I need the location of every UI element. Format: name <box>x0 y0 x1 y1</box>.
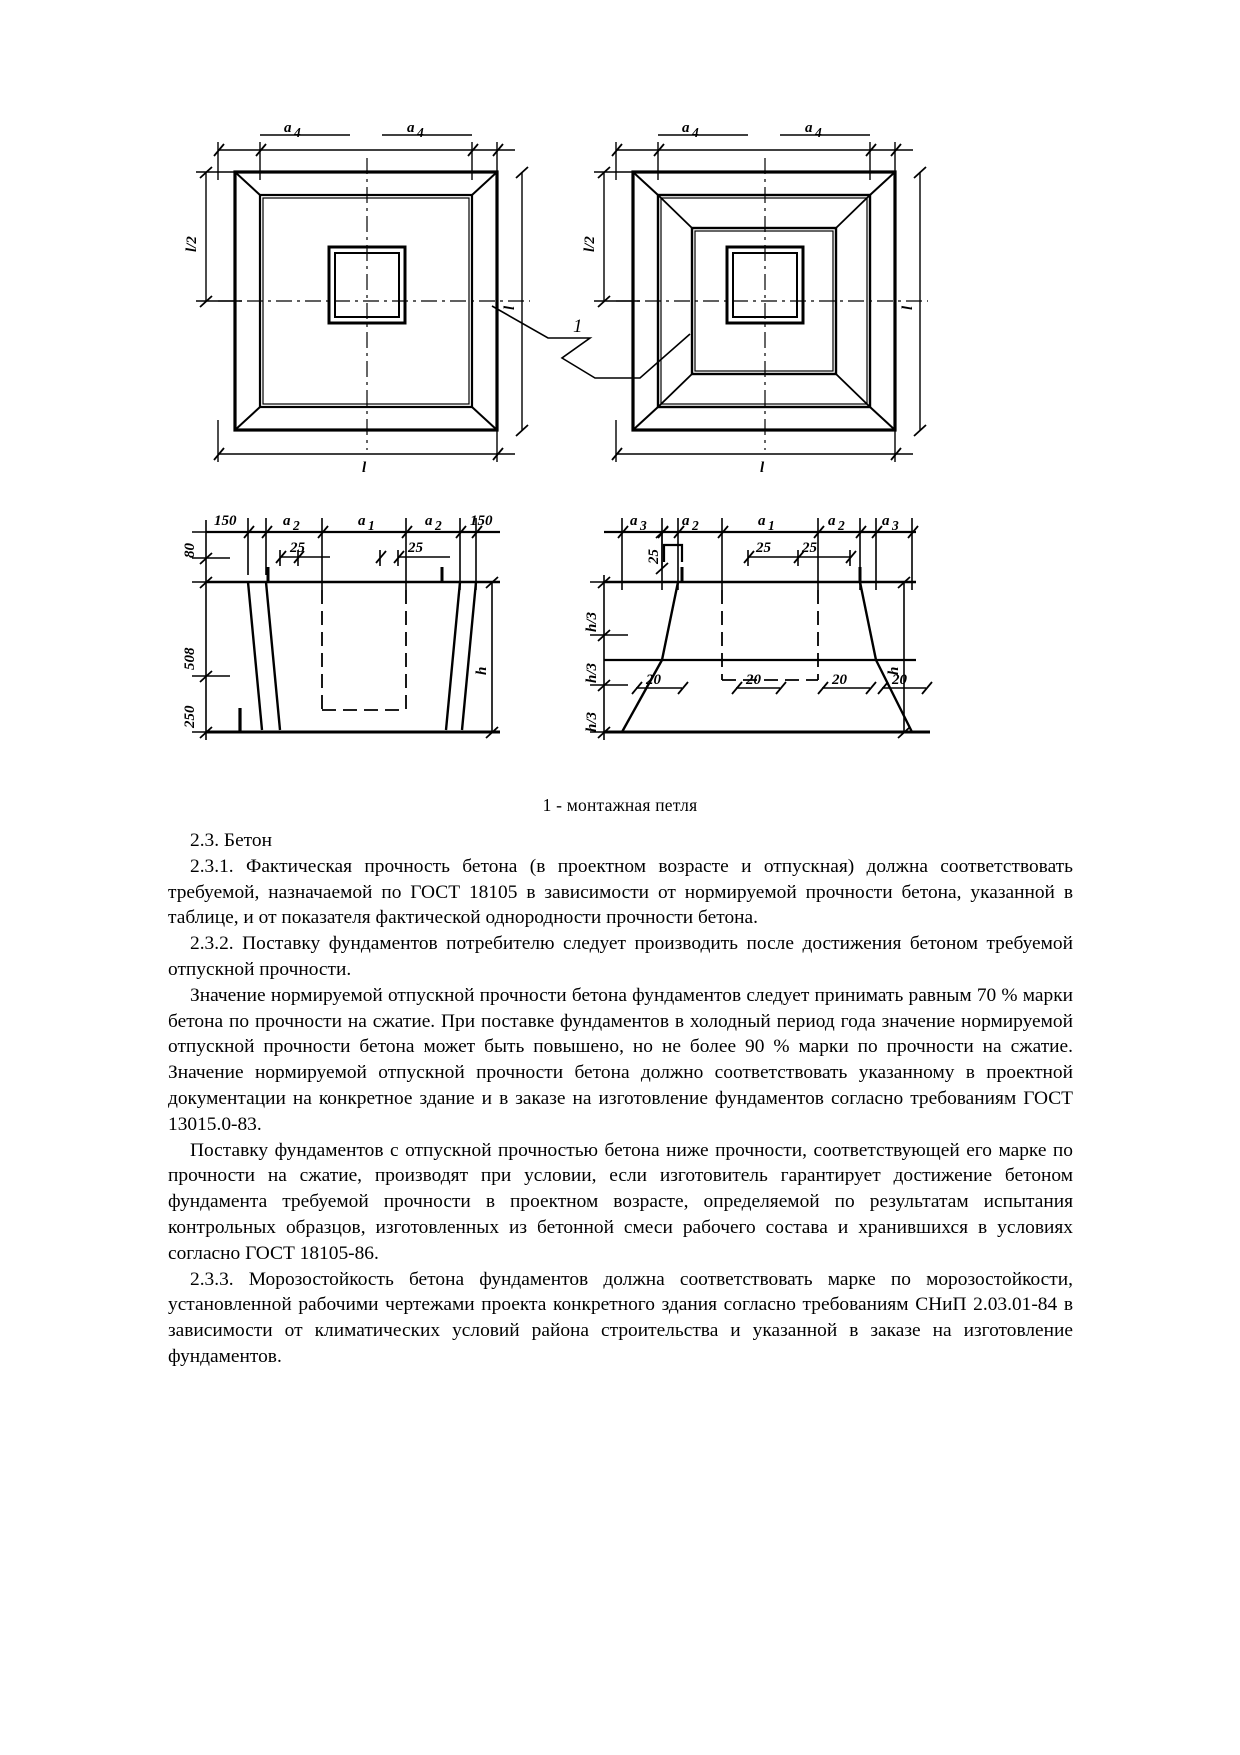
section-right-dim-25-right: 25 <box>801 540 818 556</box>
section-left-dim-a2-right: a <box>425 513 433 529</box>
svg-text:1: 1 <box>368 518 375 533</box>
section-left-dim-80: 80 <box>182 543 198 559</box>
svg-text:2: 2 <box>434 518 442 533</box>
section-left-dim-150-left: 150 <box>214 513 237 529</box>
svg-text:4: 4 <box>293 125 301 140</box>
section-view-right <box>590 518 933 740</box>
svg-text:2: 2 <box>837 518 845 533</box>
section-right-dim-20-1: 20 <box>645 672 662 688</box>
section-right-dim-h: h <box>886 667 902 675</box>
section-left-dim-25-right: 25 <box>407 540 424 556</box>
plan-left-dim-a4-left: a <box>284 120 292 136</box>
section-right-dim-a1: a <box>758 513 766 529</box>
plan-view-right <box>594 134 928 462</box>
plan-view-left <box>196 134 530 462</box>
section-right-dim-h3-1: h/3 <box>584 611 600 632</box>
plan-left-dim-l-bottom: l <box>362 460 367 476</box>
section-left-dim-508: 508 <box>182 647 198 670</box>
leader-line-mounting-loop <box>491 305 691 379</box>
paragraph-lower-strength: Поставку фундаментов с отпускной прочнос… <box>168 1139 1073 1264</box>
plan-left-dim-l-half: l/2 <box>184 236 200 252</box>
paragraph-release-strength: Значение нормируемой отпускной прочности… <box>168 984 1073 1135</box>
section-left-dim-h: h <box>474 667 490 675</box>
document-body: 2.3. Бетон 2.3.1. Фактическая прочность … <box>168 828 1073 1370</box>
plan-right-dim-l-half: l/2 <box>582 236 598 252</box>
plan-right-dim-l-right: l <box>900 305 916 310</box>
paragraph-2-3-1: 2.3.1. Фактическая прочность бетона (в п… <box>168 855 1073 929</box>
section-left-dim-a2-left: a <box>283 513 291 529</box>
svg-text:4: 4 <box>416 125 424 140</box>
svg-text:4: 4 <box>691 125 699 140</box>
svg-text:3: 3 <box>639 518 647 533</box>
svg-text:3: 3 <box>891 518 899 533</box>
plan-right-dim-a4-left: a <box>682 120 690 136</box>
paragraph-heading-2-3: 2.3. Бетон <box>190 830 272 851</box>
section-right-dim-a3-right: a <box>882 513 890 529</box>
section-left-dim-250: 250 <box>182 705 198 729</box>
svg-text:1: 1 <box>768 518 775 533</box>
section-right-dim-20-2: 20 <box>745 672 762 688</box>
svg-text:2: 2 <box>691 518 699 533</box>
section-right-dim-20-3: 20 <box>831 672 848 688</box>
section-right-dim-a2-left: a <box>682 513 690 529</box>
section-right-dim-20-4: 20 <box>891 672 908 688</box>
plan-left-dim-a4-right: a <box>407 120 415 136</box>
section-left-dim-150-right: 150 <box>470 513 493 529</box>
svg-text:2: 2 <box>292 518 300 533</box>
figure-caption: 1 - монтажная петля <box>542 795 698 815</box>
section-view-left <box>192 518 500 740</box>
plan-right-dim-l-bottom: l <box>760 460 765 476</box>
section-left-dim-a1: a <box>358 513 366 529</box>
section-left-dim-25-left: 25 <box>289 540 306 556</box>
section-right-dim-25-small: 25 <box>646 549 662 566</box>
plan-right-dim-a4-right: a <box>805 120 813 136</box>
section-right-dim-25-left: 25 <box>755 540 772 556</box>
paragraph-2-3-3: 2.3.3. Морозостойкость бетона фундаменто… <box>168 1268 1073 1367</box>
svg-text:4: 4 <box>814 125 822 140</box>
technical-drawing-figure: a 4 a 4 l/2 l l <box>170 120 1090 820</box>
section-right-dim-a2-right: a <box>828 513 836 529</box>
leader-label-1: 1 <box>573 316 583 337</box>
section-right-dim-a3-left: a <box>630 513 638 529</box>
section-right-dim-h3-3: h/3 <box>584 711 600 732</box>
plan-left-dim-l-right: l <box>502 305 518 310</box>
paragraph-2-3-2: 2.3.2. Поставку фундаментов потребителю … <box>168 933 1073 980</box>
section-right-dim-h3-2: h/3 <box>584 662 600 683</box>
